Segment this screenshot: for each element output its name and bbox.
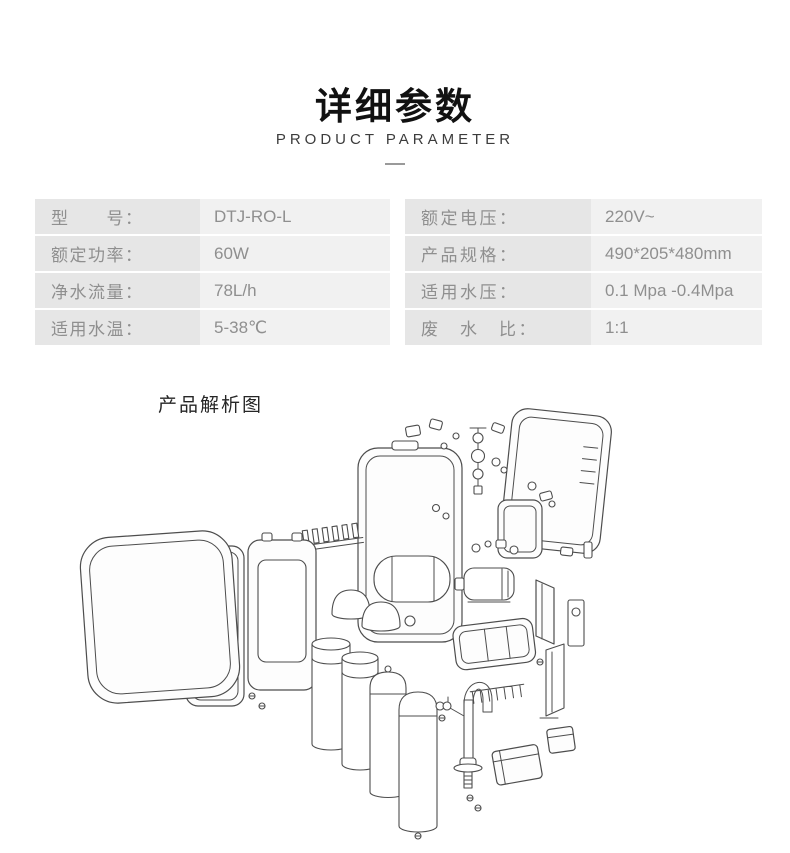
filter-cartridge-3 <box>369 665 407 799</box>
spec-row-water-temp: 适用水温： 5-38℃ <box>35 310 390 345</box>
spec-label: 适用水压： <box>405 273 591 308</box>
spec-label: 额定功率： <box>35 236 200 271</box>
spec-value: 1:1 <box>591 310 762 345</box>
spec-label: 净水流量： <box>35 273 200 308</box>
spec-column-left: 型 号： DTJ-RO-L 额定功率： 60W 净水流量： 78L/h 适用水温… <box>35 199 390 345</box>
front-cover <box>79 530 241 704</box>
booster-pump <box>454 567 515 603</box>
faucet <box>442 681 493 789</box>
tube-fittings <box>431 503 519 555</box>
spec-row-flow-rate: 净水流量： 78L/h <box>35 273 390 308</box>
section-title: 详细参数 <box>315 86 475 127</box>
pin-rack <box>469 683 525 704</box>
spec-label: 产品规格： <box>405 236 591 271</box>
spec-row-waste-ratio: 废 水 比： 1:1 <box>405 310 762 345</box>
spec-value: 60W <box>200 236 390 271</box>
spec-column-right: 额定电压： 220V~ 产品规格： 490*205*480mm 适用水压： 0.… <box>405 199 762 345</box>
exploded-view-diagram <box>79 408 612 840</box>
filter-caps <box>331 589 401 632</box>
main-housing <box>357 440 463 643</box>
accessory-box-small <box>546 725 576 754</box>
connector-parts <box>527 481 556 508</box>
screws <box>248 541 593 840</box>
spec-value: 220V~ <box>591 199 762 234</box>
spec-label: 适用水温： <box>35 310 200 345</box>
spec-value: 5-38℃ <box>200 310 390 345</box>
spec-value: 0.1 Mpa -0.4Mpa <box>591 273 762 308</box>
section-subtitle: PRODUCT PARAMETER <box>275 131 515 148</box>
pressure-tank <box>373 555 451 603</box>
stand-bracket <box>539 643 565 719</box>
spec-row-rated-power: 额定功率： 60W <box>35 236 390 271</box>
valve-assembly <box>405 418 508 495</box>
spec-row-rated-voltage: 额定电压： 220V~ <box>405 199 762 234</box>
back-door-panel <box>497 499 543 559</box>
spec-value: 490*205*480mm <box>591 236 762 271</box>
base-tray <box>452 617 537 671</box>
title-divider <box>385 163 405 165</box>
mounting-bracket <box>535 579 585 647</box>
spec-label: 废 水 比： <box>405 310 591 345</box>
spec-table: 型 号： DTJ-RO-L 额定功率： 60W 净水流量： 78L/h 适用水温… <box>35 199 762 345</box>
spec-row-water-pressure: 适用水压： 0.1 Mpa -0.4Mpa <box>405 273 762 308</box>
accessory-box-large <box>491 744 543 786</box>
spec-row-model: 型 号： DTJ-RO-L <box>35 199 390 234</box>
filter-cartridge-1 <box>311 637 351 751</box>
frame-panel <box>247 532 317 691</box>
spec-label: 额定电压： <box>405 199 591 234</box>
filter-cartridge-4 <box>398 691 449 833</box>
spec-value: DTJ-RO-L <box>200 199 390 234</box>
spec-value: 78L/h <box>200 273 390 308</box>
spec-row-product-size: 产品规格： 490*205*480mm <box>405 236 762 271</box>
spec-label: 型 号： <box>35 199 200 234</box>
diagram-title: 产品解析图 <box>158 395 264 416</box>
